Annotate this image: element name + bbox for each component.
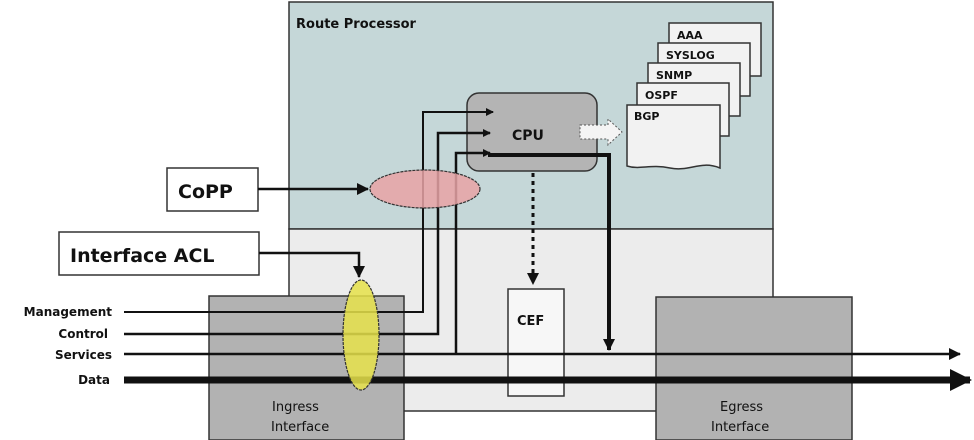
cpu-to-egress bbox=[488, 153, 615, 351]
interface-acl-arrow bbox=[259, 251, 365, 278]
interface-acl-ellipse bbox=[342, 279, 380, 391]
ingress-label-1: Ingress bbox=[272, 400, 319, 415]
egress-label-1: Egress bbox=[720, 400, 763, 415]
copp-label: CoPP bbox=[178, 181, 233, 203]
process-label-ospf: OSPF bbox=[645, 89, 678, 102]
process-card-bgp bbox=[626, 104, 721, 170]
process-label-aaa: AAA bbox=[677, 29, 703, 42]
cef-label: CEF bbox=[517, 314, 544, 329]
copp-box[interactable] bbox=[166, 167, 259, 212]
traffic-label-data: Data bbox=[78, 373, 110, 387]
cpu-label: CPU bbox=[512, 128, 544, 144]
copp-policer-ellipse bbox=[369, 169, 481, 209]
ingress-label-2: Interface bbox=[271, 420, 329, 435]
egress-interface-box bbox=[655, 296, 853, 440]
management-flow bbox=[124, 108, 494, 313]
traffic-label-control: Control bbox=[58, 327, 108, 341]
interface-acl-label: Interface ACL bbox=[70, 245, 215, 267]
cpu-to-process-arrow bbox=[579, 117, 623, 147]
process-label-bgp: BGP bbox=[634, 110, 659, 123]
traffic-label-management: Management bbox=[24, 305, 113, 319]
egress-label-2: Interface bbox=[711, 420, 769, 435]
interface-acl-box[interactable] bbox=[58, 231, 260, 276]
process-label-snmp: SNMP bbox=[656, 69, 692, 82]
process-label-syslog: SYSLOG bbox=[666, 49, 715, 62]
process-stack: AAA SYSLOG SNMP OSPF BGP bbox=[626, 22, 762, 170]
traffic-label-services: Services bbox=[55, 348, 112, 362]
control-flow bbox=[124, 129, 491, 336]
route-processor-label: Route Processor bbox=[296, 17, 417, 32]
services-to-cpu bbox=[454, 149, 491, 354]
